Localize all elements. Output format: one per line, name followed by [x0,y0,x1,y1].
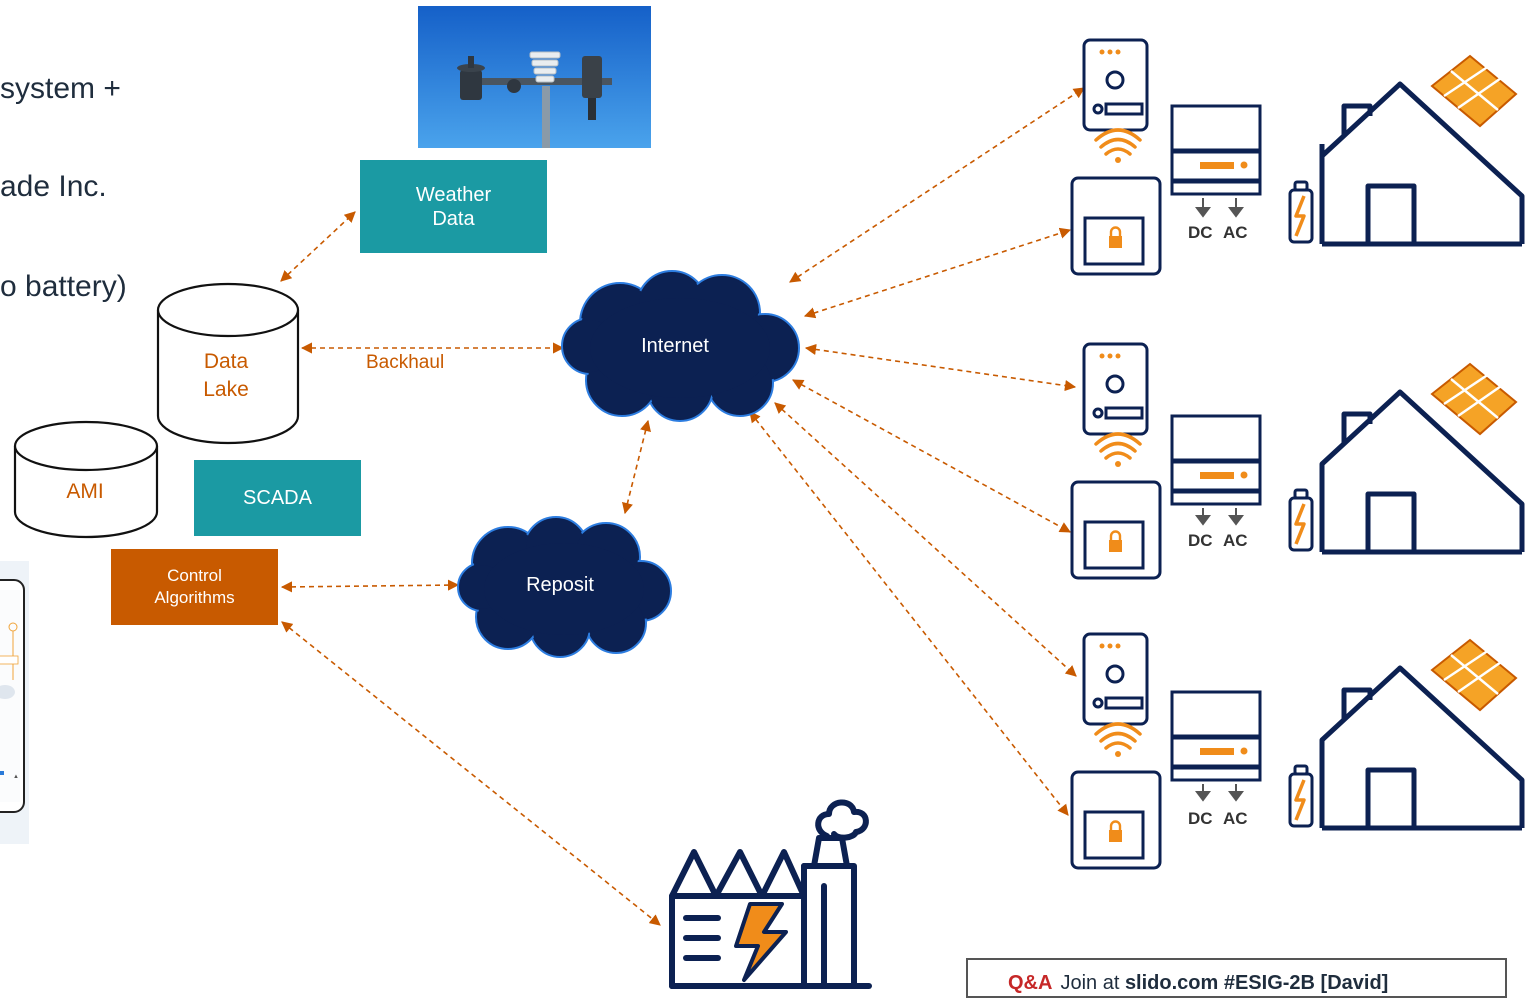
dc-label-3: DC [1188,809,1213,828]
bullet-line-1: system + [0,72,121,105]
arrow-control-factory [281,621,661,926]
scada-node: SCADA [194,460,361,536]
qa-site-text: slido.com #ESIG-2B [David] [1124,972,1389,994]
arrow-internet-inverter-1 [803,227,1072,319]
bullet-line-3: o battery) [0,270,127,303]
svg-text:▲: ▲ [13,774,19,780]
qa-join-text: Join at [1060,972,1125,994]
ac-label-3: AC [1223,809,1248,828]
arrow-datalake-weather [280,211,356,282]
home-site-1: DC AC [1070,38,1525,276]
backhaul-label: Backhaul [366,352,445,373]
wifi-icon [1094,128,1142,156]
dc-label-2: DC [1188,531,1213,550]
internet-label: Internet [641,335,709,357]
inverter-icon [1070,176,1162,276]
data-lake-cylinder [156,282,300,445]
bullet-line-2: ade Inc. [0,170,107,203]
ami-label: AMI [66,480,104,503]
qa-banner[interactable]: Q&A Join at slido.com #ESIG-2B [David] [966,958,1507,998]
weather-data-label: Weather Data [415,183,492,230]
home-site-2: DC AC [1070,342,1525,580]
control-algorithms-node: Control Algorithms [111,549,278,625]
arrow-internet-meter-2 [804,343,1077,392]
reposit-label: Reposit [526,574,594,596]
home-site-3: DC AC [1070,632,1525,870]
scada-label: SCADA [243,487,312,509]
ac-label-1: AC [1223,223,1248,242]
reposit-cloud [457,516,672,658]
internet-cloud [561,270,800,422]
battery-icon [1288,180,1314,244]
smart-meter-icon [1082,38,1149,132]
weather-data-node: Weather Data [360,160,547,253]
ami-cylinder [13,420,159,539]
dc-label-1: DC [1188,223,1213,242]
arrow-internet-reposit [622,419,651,515]
ac-label-2: AC [1223,531,1248,550]
arrow-control-reposit [280,579,460,593]
rack-battery-icon [1170,104,1262,196]
phone-app-mockup: ▲ [0,561,29,844]
qa-label: Q&A [1008,972,1053,994]
power-plant-icon [669,799,872,989]
house-icon [1319,81,1525,247]
control-algorithms-label: Control Algorithms [154,565,235,607]
weather-station-photo [418,6,651,148]
data-lake-label: Data Lake [203,350,249,402]
arrow-internet-inverter-2 [792,379,1071,533]
arrow-internet-inverter-3 [749,411,1069,816]
